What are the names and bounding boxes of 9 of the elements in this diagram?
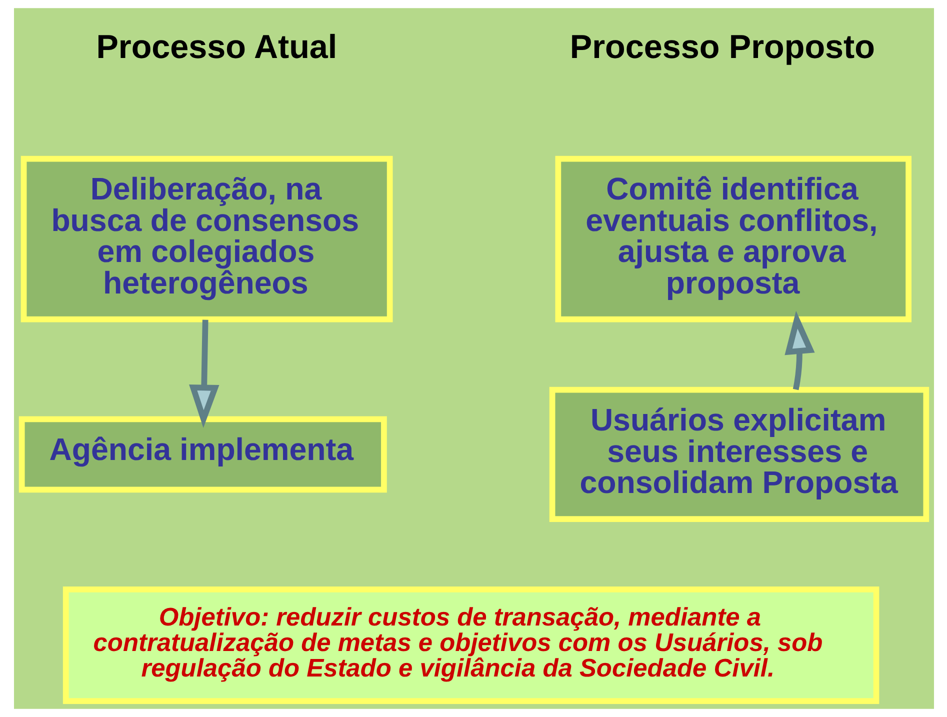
node-box: Objetivo: reduzir custos de transação, mediante a contratualização de metas e objetivos com os Usuários, sob regulação do Estado e vigilância da Sociedade Civil. [62, 586, 879, 704]
node-box: Usuários explicitam seus interesses e consolidam Proposta [548, 386, 929, 522]
arrow [784, 310, 814, 390]
label: Processo Proposto [569, 29, 874, 66]
arrow [188, 320, 219, 428]
node-box: Comitê identifica eventuais conflitos, ajusta e aprova proposta [554, 156, 911, 322]
node-box: Agência implementa [18, 416, 386, 493]
label: Processo Atual [96, 29, 337, 66]
node-box: Deliberação, na busca de consensos em colegiados heterogêneos [20, 156, 392, 322]
